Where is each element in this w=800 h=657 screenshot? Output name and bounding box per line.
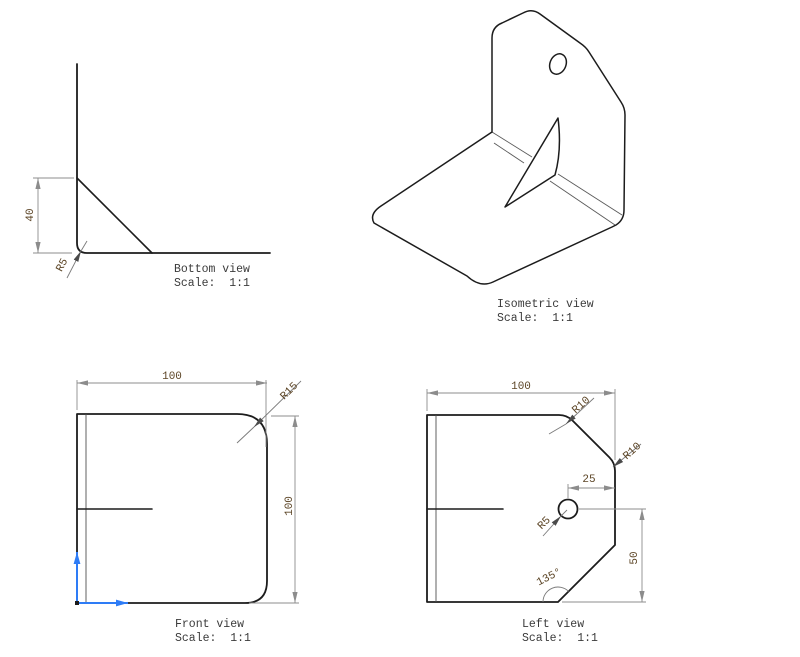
dim-text-height: 40 — [25, 208, 37, 221]
radius-leader — [612, 443, 642, 468]
dim-text-bend-radius: R5 — [54, 257, 71, 274]
radius-leader — [253, 380, 302, 428]
radius-leader-tail — [236, 426, 255, 444]
radius-leader — [565, 397, 595, 425]
bottom-view-gusset-edge — [76, 177, 153, 254]
view-scale: Scale: 1:1 — [174, 277, 250, 290]
dim-text-hole-offset: 25 — [582, 474, 595, 486]
view-scale: Scale: 1:1 — [522, 632, 598, 645]
dim-text-height: 100 — [284, 496, 296, 516]
view-title: Left view — [522, 618, 584, 631]
dim-text-chamfer-angle: 135° — [535, 567, 564, 590]
left-view-outline — [426, 414, 616, 603]
radius-leader-tail — [80, 240, 88, 252]
view-title: Front view — [175, 618, 244, 631]
iso-bend-line-lower — [549, 180, 616, 226]
radius-leader — [542, 515, 562, 537]
view-scale: Scale: 1:1 — [175, 632, 251, 645]
view-title: Bottom view — [174, 263, 250, 276]
dim-text-width: 100 — [162, 371, 182, 383]
dim-text-hole-radius: R5 — [536, 515, 554, 533]
iso-bend-line-lower — [493, 142, 525, 164]
dim-text-top-fillet: R10 — [570, 395, 593, 417]
front-view: 100 100 R15 Front view Scale: 1:1 — [73, 371, 302, 645]
angle-arc — [542, 586, 569, 603]
dim-text-hole-height: 50 — [629, 551, 641, 564]
radius-leader-tail — [560, 509, 568, 517]
iso-gusset-triangle — [504, 117, 561, 208]
iso-bracket-silhouette — [371, 10, 626, 285]
left-view-hole — [557, 498, 579, 520]
radius-leader — [66, 250, 82, 279]
iso-bend-line-upper — [557, 173, 623, 216]
bottom-view-outline — [76, 63, 271, 254]
view-title: Isometric view — [497, 298, 594, 311]
view-scale: Scale: 1:1 — [497, 312, 573, 325]
dim-text-width: 100 — [511, 381, 531, 393]
isometric-view: Isometric view Scale: 1:1 — [371, 10, 626, 325]
bottom-view: 40 R5 Bottom view Scale: 1:1 — [25, 63, 271, 290]
radius-leader-tail — [548, 423, 567, 435]
iso-bend-line-upper — [491, 131, 533, 158]
left-view: 100 R10 R10 25 R5 50 135° Left view Scal… — [426, 381, 646, 645]
origin-point — [75, 601, 79, 605]
iso-hole — [548, 53, 568, 75]
